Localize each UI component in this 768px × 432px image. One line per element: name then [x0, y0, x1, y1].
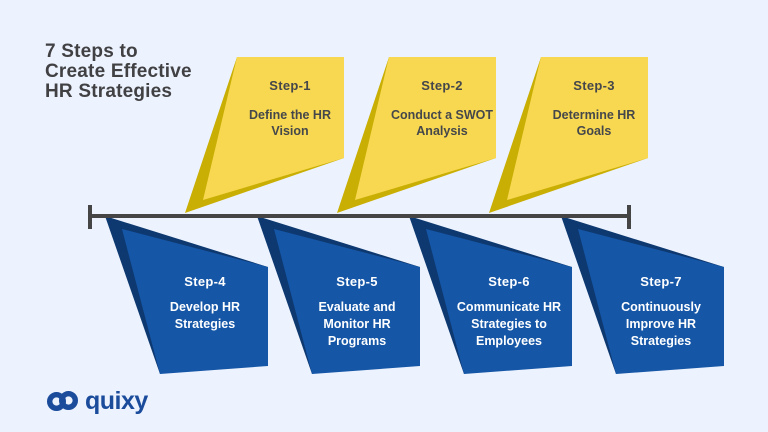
flag-ribbon-shape [185, 57, 344, 213]
timeline-left-cap [88, 205, 92, 229]
step-1-label: Step-1 [269, 78, 311, 93]
step-5-flag: Step-5 Evaluate and Monitor HR Programs [257, 216, 421, 375]
step-5-label: Step-5 [336, 274, 378, 289]
flag-ribbon-shape [489, 57, 648, 213]
quixy-logo: quixy [46, 387, 148, 415]
step-4-label: Step-4 [184, 274, 226, 289]
step-3-flag: Step-3 Determine HR Goals [489, 57, 649, 214]
step-4-flag: Step-4 Develop HR Strategies [105, 216, 269, 375]
flag-ribbon-shape [337, 57, 496, 213]
step-2-flag: Step-2 Conduct a SWOT Analysis [337, 57, 497, 214]
step-6-flag: Step-6 Communicate HR Strategies to Empl… [409, 216, 573, 375]
step-7-flag: Step-7 Continuously Improve HR Strategie… [561, 216, 725, 375]
step-3-title: Determine HR Goals [552, 108, 636, 138]
timeline-axis [88, 214, 630, 218]
step-2-label: Step-2 [421, 78, 463, 93]
step-5-title: Evaluate and Monitor HR Programs [318, 300, 396, 348]
infinity-icon [46, 390, 79, 412]
step-2-title: Conduct a SWOT Analysis [390, 108, 494, 138]
step-1-flag: Step-1 Define the HR Vision [185, 57, 345, 214]
page-title: 7 Steps to Create Effective HR Strategie… [45, 41, 192, 102]
flag-ribbon-shape [409, 216, 572, 374]
flag-ribbon-shape [105, 216, 268, 374]
step-7-title: Continuously Improve HR Strategies [621, 300, 701, 348]
step-1-title: Define the HR Vision [249, 108, 331, 138]
step-7-label: Step-7 [640, 274, 682, 289]
flag-ribbon-shape [561, 216, 724, 374]
timeline-right-cap [627, 205, 631, 229]
flag-ribbon-shape [257, 216, 420, 374]
step-6-label: Step-6 [488, 274, 530, 289]
quixy-logo-text: quixy [85, 387, 148, 415]
step-4-title: Develop HR Strategies [169, 300, 241, 331]
step-3-label: Step-3 [573, 78, 615, 93]
step-6-title: Communicate HR Strategies to Employees [456, 300, 562, 348]
